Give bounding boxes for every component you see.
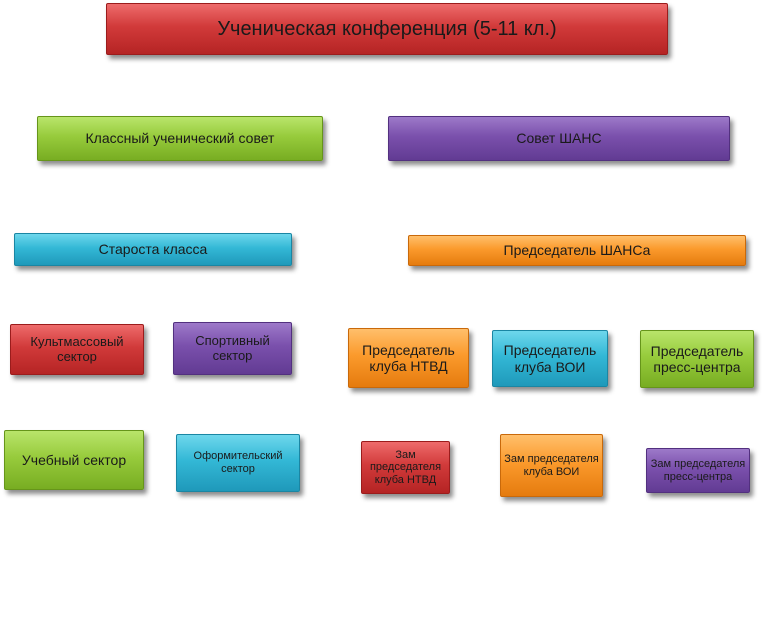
ntvd-deputy-box: Зам председателя клуба НТВД [361,441,450,494]
ntvd-chair-box: Председатель клуба НТВД [348,328,469,388]
sport-sector-label: Спортивный сектор [195,332,270,363]
shans-chair-label: Председатель ШАНСа [503,242,651,259]
culture-sector-label: Культмассовый сектор [30,333,124,364]
press-deputy-box: Зам председателя пресс-центра [646,448,750,493]
culture-sector-box: Культмассовый сектор [10,324,144,375]
press-deputy-label: Зам председателя пресс-центра [650,457,746,483]
ntvd-chair-label: Председатель клуба НТВД [362,341,455,374]
conference-title-box: Ученическая конференция (5-11 кл.) [106,3,668,55]
design-sector-box: Оформительский сектор [176,434,300,492]
voi-chair-box: Председатель клуба ВОИ [492,330,608,387]
class-head-label: Староста класса [98,241,208,258]
class-council-label: Классный ученический совет [85,130,275,147]
voi-deputy-box: Зам председателя клуба ВОИ [500,434,603,497]
sport-sector-box: Спортивный сектор [173,322,292,375]
class-council-box: Классный ученический совет [37,116,323,161]
voi-deputy-label: Зам председателя клуба ВОИ [504,452,599,478]
ntvd-deputy-label: Зам председателя клуба НТВД [369,448,442,486]
shans-council-box: Совет ШАНС [388,116,730,161]
class-head-box: Староста класса [14,233,292,266]
shans-council-label: Совет ШАНС [516,130,602,147]
design-sector-label: Оформительский сектор [193,450,283,475]
shans-chair-box: Председатель ШАНСа [408,235,746,266]
study-sector-box: Учебный сектор [4,430,144,490]
conference-title: Ученическая конференция (5-11 кл.) [217,17,557,40]
study-sector-label: Учебный сектор [21,451,127,468]
press-chair-label: Председатель пресс-центра [650,342,744,375]
press-chair-box: Председатель пресс-центра [640,330,754,388]
voi-chair-label: Председатель клуба ВОИ [503,342,597,375]
